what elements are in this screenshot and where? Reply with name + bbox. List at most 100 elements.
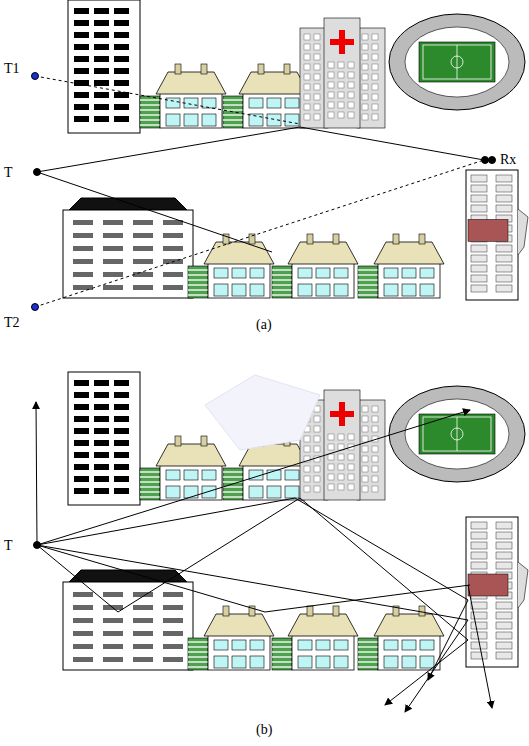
hospital-window <box>328 72 334 78</box>
hospital-window <box>338 102 344 108</box>
dorm-window <box>471 275 487 282</box>
chimney <box>419 234 425 244</box>
hospital-window <box>304 54 310 60</box>
watermark <box>205 375 320 450</box>
house-window <box>166 470 180 480</box>
garage <box>188 266 208 298</box>
house-window <box>267 486 281 498</box>
hospital-window <box>372 406 378 412</box>
hospital-window <box>372 416 378 422</box>
propagation-path <box>385 640 468 705</box>
long-building <box>63 582 193 670</box>
tower-window <box>94 464 109 470</box>
tower-window <box>114 116 129 122</box>
house-body <box>292 634 354 670</box>
garage-stripe <box>272 656 292 658</box>
house-window <box>384 656 398 668</box>
propagation-path <box>37 545 118 612</box>
long-building-window <box>73 644 93 649</box>
hospital-window <box>372 74 378 80</box>
hospital-window <box>372 476 378 482</box>
garage-stripe <box>188 651 208 653</box>
red-cross <box>330 39 354 45</box>
house-window <box>250 268 264 278</box>
long-building-window <box>133 246 153 251</box>
tower-building <box>68 372 140 505</box>
propagation-path <box>300 127 484 160</box>
tower-window <box>74 80 89 86</box>
hospital-window <box>372 466 378 472</box>
dorm-window <box>471 542 487 549</box>
house <box>358 234 444 298</box>
garage <box>223 96 243 128</box>
garage-stripe <box>188 661 208 663</box>
long-building-window <box>133 618 153 623</box>
garage-stripe <box>188 279 208 281</box>
tower-window <box>114 428 129 434</box>
hospital-window <box>314 114 320 120</box>
propagation-path <box>468 585 492 708</box>
house-window <box>214 268 228 278</box>
hospital-window <box>372 54 378 60</box>
garage-stripe <box>223 119 243 121</box>
house <box>223 64 309 128</box>
garage-stripe <box>223 476 243 478</box>
house-body <box>243 464 305 500</box>
house-window <box>249 486 263 498</box>
house-body <box>160 464 222 500</box>
propagation-path <box>295 498 468 600</box>
garage-stripe <box>358 646 378 648</box>
dorm-window <box>471 195 487 202</box>
garage-stripe <box>358 294 378 296</box>
long-building-window <box>73 605 93 610</box>
tower-window <box>94 428 109 434</box>
stadium <box>389 386 525 482</box>
garage <box>272 266 292 298</box>
house-window <box>285 98 299 108</box>
hospital-wing <box>357 400 385 500</box>
hospital-window <box>314 486 320 492</box>
chimney <box>393 234 399 244</box>
house-window <box>298 656 312 668</box>
dorm-window <box>471 185 487 192</box>
dorm-porch <box>518 209 528 255</box>
tower-window <box>114 92 129 98</box>
dorm-window <box>496 255 512 262</box>
tower-window <box>114 476 129 482</box>
tower-window <box>94 20 109 26</box>
house <box>188 234 274 298</box>
house-window <box>420 284 434 296</box>
tower-window <box>74 380 89 386</box>
hospital-window <box>362 476 368 482</box>
house-window <box>250 640 264 650</box>
tower-window <box>94 8 109 14</box>
pitch-line <box>451 428 463 440</box>
hospital-window <box>348 102 354 108</box>
antenna-dot <box>489 157 496 164</box>
hospital-window <box>314 44 320 50</box>
tower-window <box>94 476 109 482</box>
tower-window <box>94 56 109 62</box>
garage-stripe <box>140 476 160 478</box>
house-window <box>250 656 264 668</box>
long-building-window <box>133 272 153 277</box>
garage-stripe <box>140 496 160 498</box>
dorm-window <box>471 552 487 559</box>
garage-stripe <box>272 274 292 276</box>
chimney <box>258 64 264 74</box>
dorm-window <box>496 285 512 292</box>
hospital-window <box>304 476 310 482</box>
hospital-window <box>314 84 320 90</box>
house-window <box>184 486 198 498</box>
tower-window <box>74 464 89 470</box>
roof <box>288 242 358 264</box>
garage-stripe <box>188 641 208 643</box>
long-building-window <box>163 618 183 623</box>
house-window <box>334 640 348 650</box>
garage <box>358 266 378 298</box>
house-window <box>232 640 246 650</box>
house-window <box>250 284 264 296</box>
propagation-path <box>37 498 295 545</box>
hospital-window <box>314 64 320 70</box>
antenna-dot <box>34 542 41 549</box>
